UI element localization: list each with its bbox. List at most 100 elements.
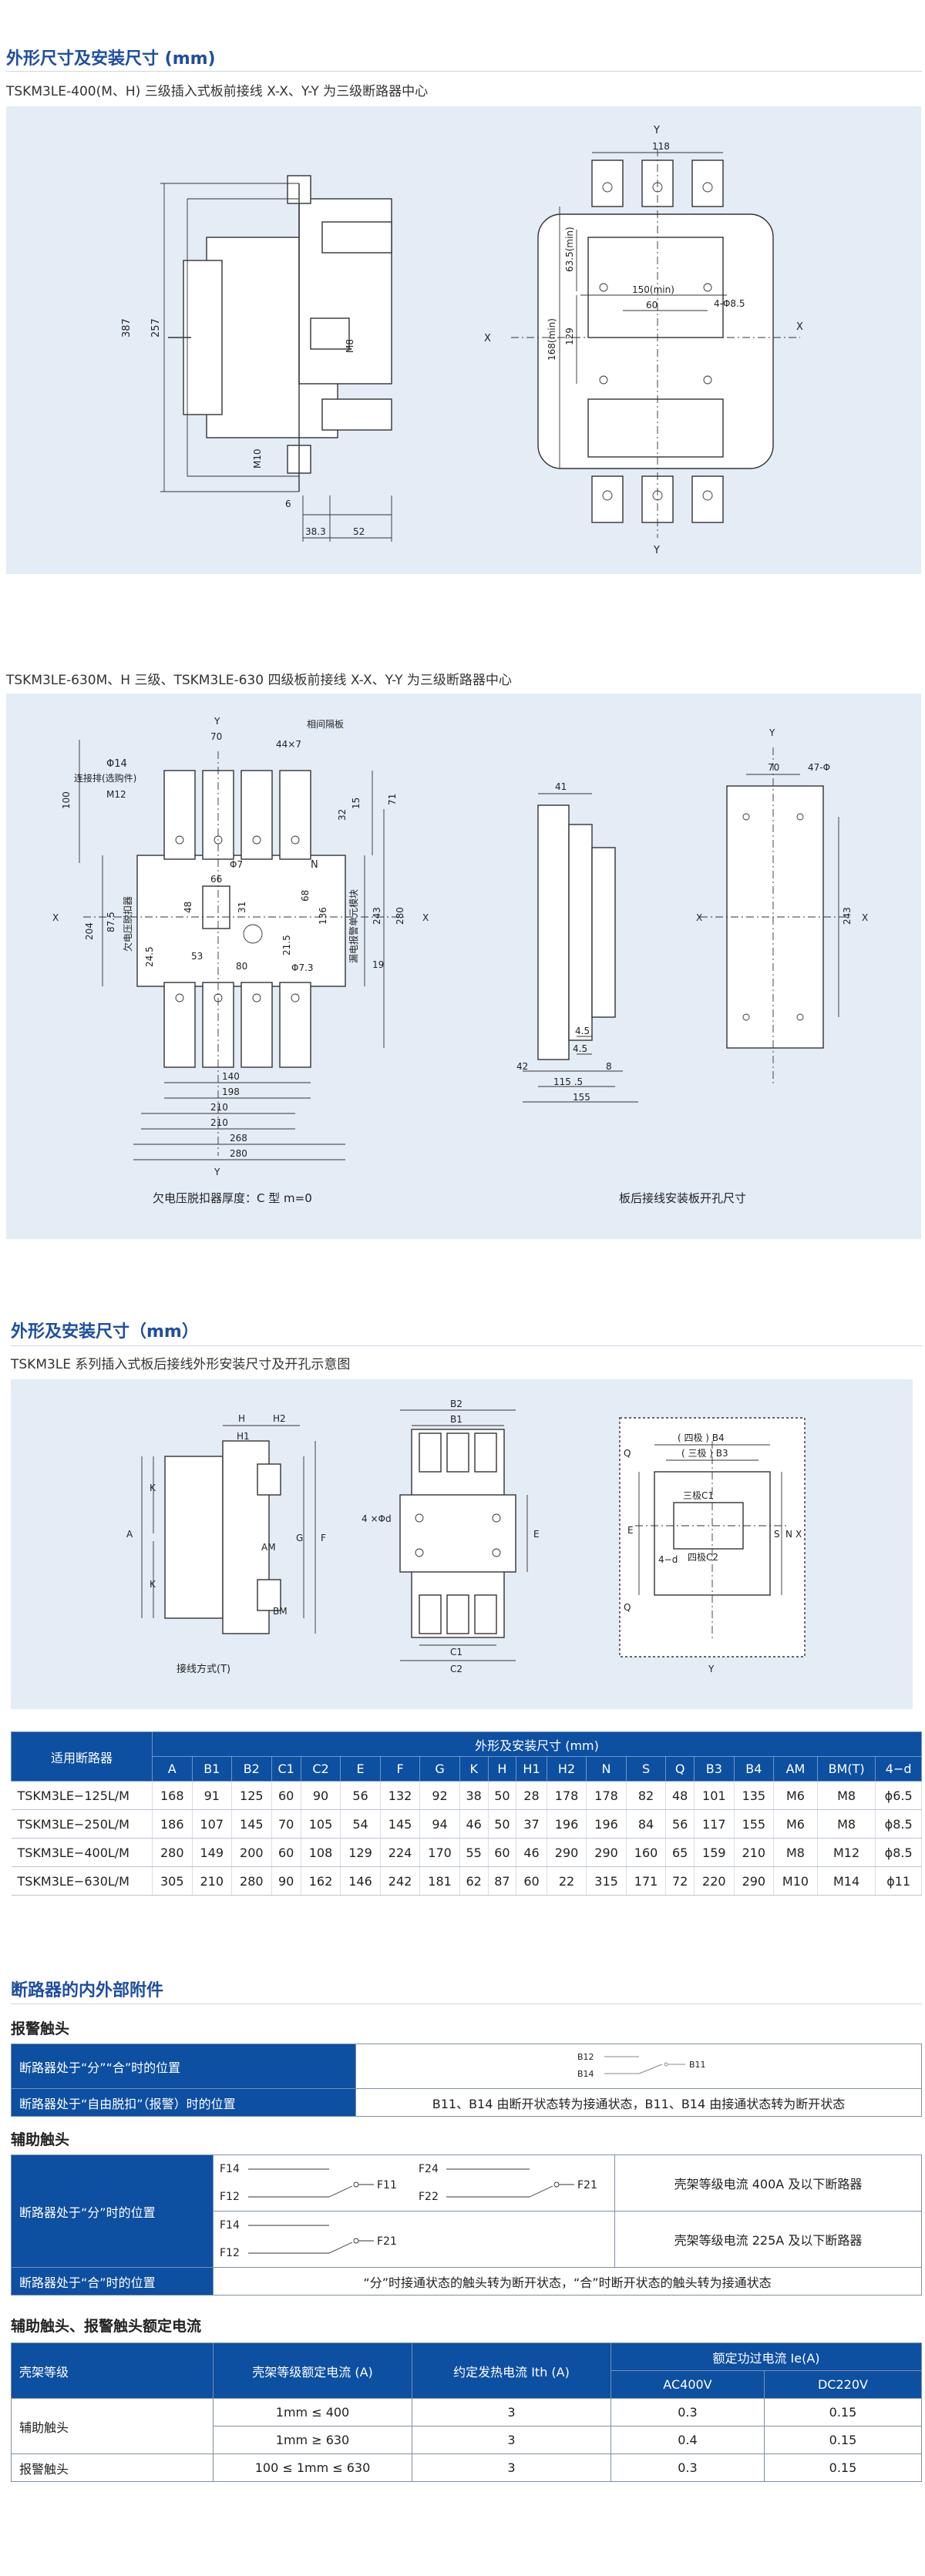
dim-71: 71 [387,794,398,805]
section1-title: 外形尺寸及安装尺寸 (mm) [6,49,216,69]
table-cell: 290 [547,1838,587,1867]
lbl-f24: F24 [419,2163,439,2175]
aux-title: 辅助触头 [11,2131,70,2148]
table-cell: 91 [192,1781,233,1810]
cur-row-aux: 辅助触头 [11,2398,214,2454]
table-cell: 90 [301,1781,341,1810]
dim-168: 168(min) [547,318,557,361]
table-cell: 22 [547,1866,587,1896]
lbl-f22: F22 [419,2191,439,2203]
aux-row2-text: “分”时接通状态的触头转为断开状态，“合”时断开状态的触头转为接通状态 [213,2267,922,2296]
dim-44: 44×7 [276,739,301,750]
aux-note-1: 壳架等级电流 400A 及以下断路器 [614,2155,922,2212]
dim-m12: M12 [106,789,126,800]
lbl-f12: F12 [220,2191,240,2203]
lbl-g: G [296,1533,303,1543]
divider [6,71,922,72]
dim-52: 52 [353,526,365,537]
lbl-b12: B12 [577,2052,594,2062]
figure3-caption: TSKM3LE 系列插入式板后接线外形安装尺寸及开孔示意图 [11,1357,351,1372]
cur-h-heat: 约定发热电流 Ith (A) [412,2343,611,2399]
table-cell: 60 [271,1781,301,1810]
dim-150: 150(min) [632,284,674,295]
table-cell: 50 [488,1781,517,1810]
col-header: F [379,1756,421,1782]
cur-heat-2: 3 [412,2453,611,2482]
label-insul: 相间隔板 [307,719,344,730]
lbl-e: E [533,1529,540,1540]
dim-32: 32 [337,809,348,821]
dim-280: 280 [395,907,405,925]
lbl-k-top: K [150,1483,156,1493]
dim-4-5a: 4.5 [575,1026,590,1036]
dim-holes: 4-Φ8.5 [714,298,745,309]
dim-4-5b: 4.5 [573,1043,587,1054]
dim-210a: 210 [210,1102,228,1113]
table-cell: M6 [773,1781,818,1810]
side-view [523,793,638,1103]
table-cell: 145 [380,1809,421,1839]
aux-contact-diagram-1: F14 F12 F11 F24 F22 F21 [220,2163,597,2203]
table-cell: ϕ8.5 [875,1809,922,1839]
col-header: N [586,1756,627,1782]
cur-ac-2: 0.3 [610,2453,765,2482]
axis-y-bottom: Y [214,1167,220,1177]
caption-right: 板后接线安装板开孔尺寸 [619,1191,746,1205]
col-header: E [340,1756,381,1782]
front-view [511,149,800,538]
dim-243b: 243 [842,907,853,925]
table-cell: M8 [817,1809,876,1839]
lbl-q-top: Q [624,1448,631,1459]
table-cell: ϕ11 [875,1866,922,1896]
lbl-b14: B14 [577,2069,594,2079]
dim-155: 155 [573,1092,590,1103]
table-cell: 210 [192,1866,233,1896]
plate-axis-x-right: X [862,912,868,923]
table-cell: 105 [301,1809,341,1839]
lbl-d4: 4−d [658,1554,678,1565]
table-cell: 305 [152,1866,193,1896]
table-cell: M6 [773,1809,818,1839]
axis-y-top: Y [653,125,660,136]
dim-129: 129 [564,327,575,345]
lbl-q-bottom: Q [624,1602,631,1613]
lbl-n: N [785,1529,792,1540]
table-cell: 90 [271,1866,301,1896]
col-header: 4−d [875,1756,922,1782]
figure2-drawing: Φ14 连接排(选购件) M12 70 44×7 相间隔板 100 71 32 … [52,716,868,1205]
front-view [399,1409,528,1661]
dim-53: 53 [191,951,203,962]
cur-h-class: 壳架等级 [11,2343,214,2399]
table-cell: M8 [817,1781,876,1810]
label-n: N [311,859,318,871]
current-title: 辅助触头、报警触头额定电流 [11,2318,202,2335]
col-group-header: 外形及安装尺寸 (mm) [152,1731,922,1757]
table-cell: 60 [271,1838,301,1867]
cur-h-group: 额定功过电流 Ie(A) [610,2343,922,2371]
table-cell: 125 [231,1781,272,1810]
aux-contact-diagram-2: F14 F12 F21 [220,2219,397,2259]
table-cell: M8 [773,1838,818,1867]
row-model: TSKM3LE−250L/M [11,1809,153,1839]
caption-left: 欠电压脱扣器厚度：C 型 m=0 [153,1191,312,1205]
table-cell: 54 [340,1809,381,1839]
table-cell: 135 [734,1781,775,1810]
dim-280w: 280 [230,1148,247,1159]
axis-x-left: X [52,912,59,923]
lbl-h: H [238,1413,245,1424]
lbl-b1: B1 [450,1414,462,1425]
lbl-y: Y [708,1664,715,1674]
table-cell: M12 [817,1838,876,1867]
dim-204: 204 [84,922,95,940]
dim-70b: 70 [768,762,779,773]
aux-diagram-1: F14 F12 F11 F24 F22 F21 [213,2155,615,2212]
alarm-title: 报警触头 [11,2020,70,2037]
figure1-drawing: 387 257 M8 M10 6 38.3 52 [121,125,803,556]
table-cell: 178 [547,1781,587,1810]
lbl-b2: B2 [450,1399,462,1409]
table-cell: 160 [626,1838,667,1867]
axis-x-right: X [796,321,803,333]
table-cell: 60 [488,1838,517,1867]
dim-21: 21.5 [281,935,292,956]
